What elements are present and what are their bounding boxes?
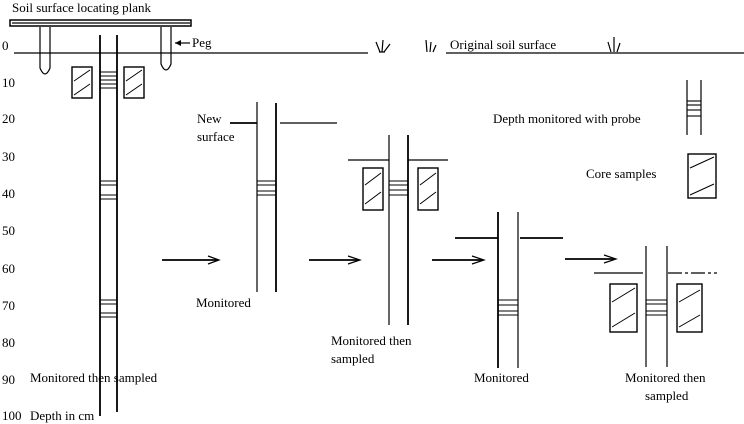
stage-5-caption: sampled	[645, 388, 689, 403]
peg-right	[160, 27, 172, 71]
arrow-right-icon	[565, 254, 618, 264]
core-sample-icon	[362, 167, 384, 211]
core-sample-icon	[71, 66, 93, 99]
depth-tick: 90	[2, 372, 15, 387]
stage-4-access-tube	[455, 212, 563, 368]
depth-tick: 10	[2, 75, 15, 90]
stage-2-access-tube	[230, 102, 337, 292]
legend-probe-icon	[686, 80, 702, 135]
core-sample-icon	[676, 283, 703, 333]
core-sample-icon	[609, 283, 638, 333]
depth-tick: 100	[2, 408, 22, 423]
probe-bands	[100, 71, 117, 318]
depth-tick: 50	[2, 223, 15, 238]
depth-tick: 20	[2, 111, 15, 126]
depth-tick: 60	[2, 261, 15, 276]
stage-5-access-tube	[594, 246, 717, 367]
grass-icon	[425, 39, 437, 53]
depth-axis: 0 10 20 30 40 50 60 70 80 90 100 Depth i…	[2, 38, 94, 423]
depth-tick: 80	[2, 335, 15, 350]
depth-tick: 30	[2, 149, 15, 164]
stage-5-caption: Monitored then	[625, 370, 706, 385]
arrow-right-icon	[309, 255, 362, 265]
peg-left	[39, 27, 51, 75]
legend-probe-label: Depth monitored with probe	[493, 111, 641, 126]
depth-tick: 0	[2, 38, 9, 53]
locating-plank	[9, 19, 192, 27]
depth-unit-label: Depth in cm	[30, 408, 94, 423]
grass-icon	[607, 37, 621, 53]
stage-1-access-tube	[71, 35, 145, 416]
plank-title: Soil surface locating plank	[12, 0, 151, 15]
depth-tick: 70	[2, 298, 15, 313]
arrow-right-icon	[432, 255, 486, 265]
arrow-right-icon	[162, 255, 221, 265]
depth-tick: 40	[2, 186, 15, 201]
stage-3-caption: sampled	[331, 351, 375, 366]
stage-3-access-tube	[348, 135, 448, 325]
legend-core-label: Core samples	[586, 166, 656, 181]
stage-1-caption: Monitored then sampled	[30, 370, 158, 385]
stage-2-caption: Monitored	[196, 295, 251, 310]
stage-3-caption: Monitored then	[331, 333, 412, 348]
new-surface-label: New	[197, 111, 222, 126]
legend: Depth monitored with probe Core samples	[493, 80, 717, 199]
peg-label: Peg	[192, 35, 212, 50]
core-sample-icon	[123, 66, 145, 99]
stage-4-caption: Monitored	[474, 370, 529, 385]
core-sample-icon	[417, 167, 439, 211]
legend-core-icon	[687, 153, 717, 199]
new-surface-label: surface	[197, 129, 235, 144]
grass-icon	[375, 39, 391, 53]
original-surface-label: Original soil surface	[450, 37, 556, 52]
peg-arrow	[175, 40, 190, 46]
